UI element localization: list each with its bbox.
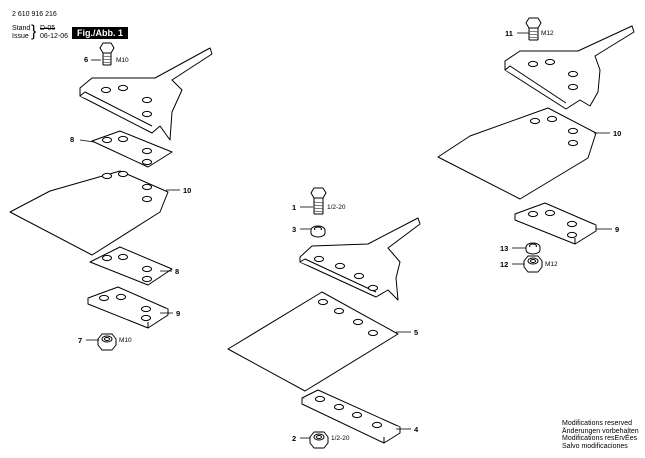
figure-label: Fig./Abb. 1 — [72, 27, 128, 39]
scraper-holder-middle — [299, 217, 421, 301]
callout-9a: 9 — [176, 309, 180, 318]
washer-13 — [525, 242, 541, 255]
callout-8b: 8 — [175, 267, 179, 276]
spec-bolt-11: M12 — [541, 30, 554, 37]
callout-11: 11 — [505, 29, 513, 38]
spec-nut-2: 1/2-20 — [331, 435, 350, 442]
washer-3 — [310, 225, 326, 238]
thread-specs: M10 M10 1/2-20 1/2-20 M12 M12 — [116, 30, 558, 442]
callout-3: 3 — [292, 225, 296, 234]
spec-nut-7: M10 — [119, 337, 132, 344]
nut-7 — [97, 333, 117, 351]
callout-12: 12 — [500, 260, 508, 269]
clamp-bar-4 — [301, 389, 401, 444]
bolt-1 — [310, 187, 327, 215]
callout-2: 2 — [292, 434, 296, 443]
nut-12 — [523, 255, 543, 273]
brace-symbol: } — [31, 23, 37, 40]
callout-7: 7 — [78, 336, 82, 345]
issue-label: Issue — [12, 33, 29, 40]
callout-4: 4 — [414, 425, 419, 434]
bolt-6 — [99, 42, 115, 66]
callout-10b: 10 — [613, 129, 621, 138]
note-de: Änderungen vorbehalten — [562, 427, 639, 435]
leader-lines — [79, 32, 612, 439]
document-number: 2 610 916 216 — [12, 11, 57, 18]
note-es: Salvo modificaciones — [562, 442, 628, 450]
issue-date: 06-12-06 — [40, 33, 69, 40]
spec-nut-12: M12 — [545, 261, 558, 268]
nut-2 — [309, 431, 329, 449]
modifications-notes: Modifications reserved Änderungen vorbeh… — [562, 420, 639, 450]
blade-10a — [9, 170, 169, 256]
callout-6: 6 — [84, 55, 88, 64]
callout-10a: 10 — [183, 186, 191, 195]
callout-5: 5 — [414, 328, 418, 337]
clamp-bar-9b — [514, 202, 597, 245]
stand-label: Stand — [12, 25, 31, 32]
blade-5 — [227, 291, 399, 392]
callout-8a: 8 — [70, 135, 74, 144]
callout-13: 13 — [500, 244, 508, 253]
blade-10b — [437, 107, 597, 200]
note-fr: Modifications resErvÉes — [562, 435, 638, 443]
scraper-holder-right — [504, 25, 635, 110]
clamp-plate-8b — [89, 246, 173, 286]
scraper-holder-left — [79, 47, 213, 141]
callouts: 6 8 10 8 9 7 1 3 5 4 2 11 10 9 13 12 — [70, 29, 621, 443]
callout-1: 1 — [292, 203, 296, 212]
spec-bolt-1: 1/2-20 — [327, 204, 346, 211]
callout-9b: 9 — [615, 225, 619, 234]
stand-value: D-05 — [40, 25, 56, 32]
spec-bolt-6: M10 — [116, 57, 129, 64]
note-en: Modifications reserved — [562, 420, 633, 427]
bolt-11 — [525, 17, 542, 41]
clamp-plate-8a — [91, 130, 173, 168]
clamp-bar-9a — [87, 286, 169, 329]
